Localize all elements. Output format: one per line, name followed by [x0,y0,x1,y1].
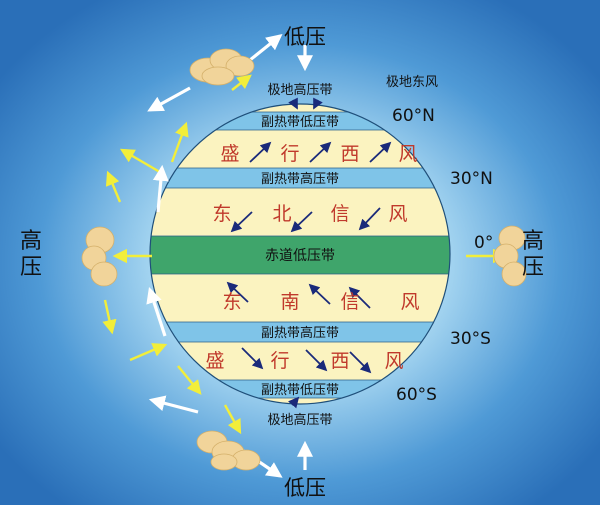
label-subtropical-high-n: 副热带高压带 [261,171,339,187]
label-high-right-group: 高 压 [522,229,544,280]
cloud-right [493,225,527,287]
arrow-trade-se-3 [348,286,371,309]
trade-ne-char-1: 东 [212,203,231,225]
lat-30s: 30°S [450,329,491,349]
trade-ne-char-2: 北 [272,203,291,225]
wind-arrows [226,97,392,409]
label-polar-high-n: 极地高压带 [267,82,332,98]
westerlies-n-char-2: 行 [280,143,299,165]
polar-cap-n [150,104,450,112]
cloud-left [81,226,118,287]
arrow-westerlies-n-2 [309,141,332,163]
trade-se-char-2: 南 [280,291,299,313]
yellow-arrow-6 [170,121,189,163]
trade-se-char-4: 风 [400,291,419,313]
white-arrow-sw [148,395,199,414]
globe-outline [149,103,451,405]
lat-60n: 60°N [392,106,435,126]
polar-cap-s [150,398,450,404]
yellow-arrow-7 [231,74,252,91]
label-high-left-2: 压 [20,255,42,280]
westerlies-s-char-4: 风 [384,350,403,372]
label-high-right-2: 压 [522,255,544,280]
label-subpolar-low-s: 副热带低压带 [261,383,339,398]
label-high-left-group: 高 压 [20,229,42,280]
yellow-arrow-9 [223,404,242,435]
yellow-arrow-3 [102,299,117,335]
white-arrow-nw [147,86,191,112]
arrow-westerlies-n-1 [249,141,272,163]
circulation-arrows [102,74,508,435]
westerlies-n-char-3: 西 [340,143,359,165]
cloud-bottom-left [196,430,261,471]
label-equatorial-low: 赤道低压带 [265,248,335,264]
clouds [81,48,527,471]
westerlies-n-char-4: 风 [398,143,417,165]
westerlies-s-char-2: 行 [270,350,289,372]
white-arrow-up-left [152,164,169,213]
arrow-trade-ne-3 [358,207,381,231]
band-trade-ne [150,188,450,236]
label-subtropical-high-s: 副热带高压带 [261,325,339,341]
arrow-polar-n-2 [313,97,323,110]
label-low-top: 低压 [284,25,326,49]
cloud-top-left [189,48,255,86]
arrow-polar-s-1 [288,396,300,409]
label-low-bottom: 低压 [284,476,326,500]
label-polar-easterlies: 极地东风 [386,75,438,90]
arrow-westerlies-s-1 [241,347,264,370]
arrow-polar-n-1 [288,97,298,110]
westerlies-s-char-3: 西 [330,350,349,372]
label-high-right: 高 [522,229,544,254]
arrow-westerlies-n-3 [369,141,392,163]
trade-se-char-1: 东 [222,291,241,313]
band-subtropical-high-s [150,322,450,342]
westerlies-s-char-1: 盛 [205,350,224,372]
label-polar-high-s: 极地高压带 [267,412,332,428]
trade-se-char-3: 信 [340,291,359,313]
lat-60s: 60°S [396,385,437,405]
arrow-westerlies-s-3 [349,351,372,374]
arrow-trade-se-2 [308,283,331,305]
label-subpolar-low-n: 副热带低压带 [261,115,339,130]
lat-0: 0° [474,233,493,253]
yellow-arrow-8 [177,365,202,395]
band-equatorial-low [150,236,450,274]
arrow-trade-se-1 [226,281,249,303]
band-subtropical-high-n [150,168,450,188]
band-trade-se [150,274,450,322]
trade-ne-char-3: 信 [330,203,349,225]
arrow-trade-ne-2 [290,211,313,233]
yellow-arrow-4 [129,343,168,362]
arrow-westerlies-s-2 [305,349,328,372]
white-arrow-mid-left [146,286,167,337]
label-high-left: 高 [20,229,42,254]
arrow-trade-ne-1 [230,211,253,233]
westerlies-n-char-1: 盛 [220,143,239,165]
trade-ne-char-4: 风 [388,203,407,225]
yellow-arrow-2 [105,170,122,203]
lat-30n: 30°N [450,169,493,189]
